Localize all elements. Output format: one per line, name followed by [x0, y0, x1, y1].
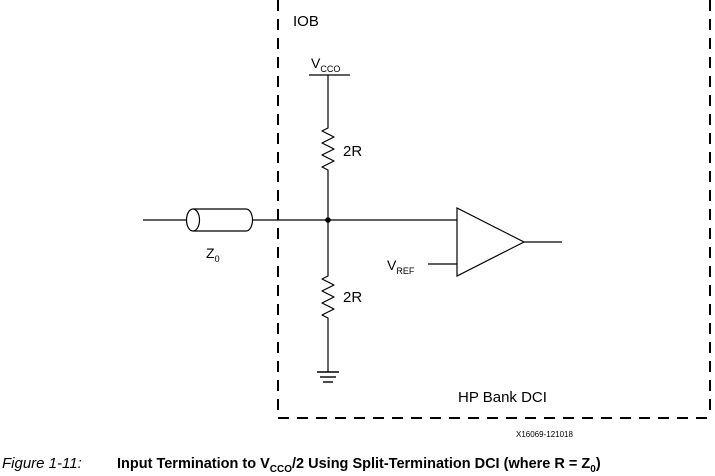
bottom-resistor-label: 2R — [343, 289, 362, 306]
junction-dot — [325, 217, 331, 223]
caption-prefix: Figure 1-11: — [2, 455, 82, 472]
vref-label: VREF — [387, 257, 415, 276]
iob-boundary — [277, 0, 715, 419]
ground-icon — [317, 371, 339, 383]
bank-label: HP Bank DCI — [458, 389, 547, 406]
input-buffer — [456, 207, 526, 277]
line-impedance-label: Z0 — [206, 245, 220, 264]
caption-title: Input Termination to VCCO/2 Using Split-… — [117, 456, 601, 475]
figure-id: X16069-121018 — [516, 430, 573, 439]
bottom-resistor — [321, 270, 335, 323]
top-resistor — [321, 122, 335, 175]
coax-transmission-line — [185, 208, 254, 232]
vcco-label: VCCO — [311, 55, 340, 74]
top-resistor-label: 2R — [343, 143, 362, 160]
iob-label: IOB — [293, 13, 319, 30]
